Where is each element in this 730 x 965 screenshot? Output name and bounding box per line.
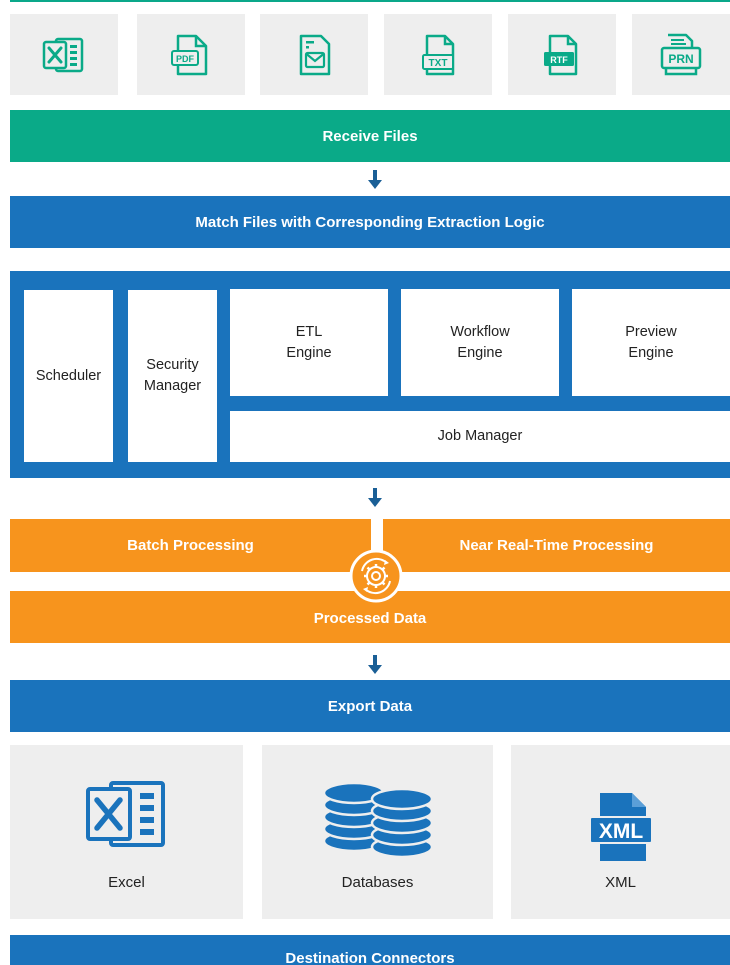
txt-icon-text: TXT (429, 58, 448, 69)
excel-file-icon (42, 37, 84, 72)
excel-icon (85, 781, 165, 847)
xml-file-icon: XML (588, 793, 653, 861)
pdf-icon-text: PDF (176, 54, 195, 64)
xml-output-label: XML (605, 874, 636, 891)
match-files-step: Match Files with Corresponding Extractio… (10, 196, 730, 248)
receive-files-step: Receive Files (10, 110, 730, 162)
input-tile-pdf: PDF (137, 14, 245, 95)
match-files-label: Match Files with Corresponding Extractio… (195, 213, 545, 231)
output-tile-excel: Excel (10, 745, 243, 919)
near-real-time-processing-step: Near Real-Time Processing (383, 519, 730, 572)
job-manager-label: Job Manager (437, 428, 523, 444)
output-tile-xml: XML XML (511, 745, 730, 919)
arrow-down-icon (365, 168, 385, 192)
arrow-down-icon (365, 653, 385, 677)
top-accent-line (10, 0, 730, 2)
preview-engine-box: Preview Engine (572, 289, 730, 396)
rtf-file-icon: RTF (544, 34, 578, 75)
export-data-step: Export Data (10, 680, 730, 732)
databases-output-label: Databases (341, 874, 414, 891)
output-tile-databases: Databases (262, 745, 493, 919)
scheduler-label: Scheduler (35, 367, 102, 384)
email-file-icon (299, 34, 331, 75)
workflow-engine-label: Workflow Engine (450, 323, 510, 361)
excel-output-label: Excel (108, 874, 145, 891)
batch-processing-label: Batch Processing (127, 537, 254, 554)
input-tile-rtf: RTF (508, 14, 616, 95)
near-real-time-processing-label: Near Real-Time Processing (459, 537, 654, 554)
security-manager-label: Security Manager (143, 357, 202, 394)
pdf-file-icon: PDF (171, 34, 208, 75)
arrow-down-icon (365, 486, 385, 510)
processing-gear-icon (349, 549, 403, 603)
etl-engine-box: ETL Engine (230, 289, 388, 396)
preview-engine-label: Preview Engine (625, 323, 677, 361)
job-manager-box: Job Manager (230, 411, 730, 462)
export-data-label: Export Data (327, 697, 413, 715)
scheduler-box: Scheduler (24, 290, 113, 462)
input-tile-txt: TXT (384, 14, 492, 95)
txt-file-icon: TXT (422, 34, 455, 75)
processed-data-label: Processed Data (313, 609, 427, 627)
input-tile-excel (10, 14, 118, 95)
destination-connectors-step: Destination Connectors (10, 935, 730, 965)
rtf-icon-text: RTF (550, 55, 568, 65)
receive-files-label: Receive Files (322, 127, 418, 145)
workflow-engine-box: Workflow Engine (401, 289, 559, 396)
input-tile-email (260, 14, 368, 95)
batch-processing-step: Batch Processing (10, 519, 371, 572)
etl-engine-label: ETL Engine (286, 323, 332, 361)
input-tile-prn: PRN (632, 14, 730, 95)
xml-icon-text: XML (598, 820, 643, 843)
prn-icon-text: PRN (668, 52, 693, 66)
prn-file-icon: PRN (660, 33, 702, 75)
destination-connectors-label: Destination Connectors (285, 950, 455, 965)
security-manager-box: Security Manager (128, 290, 217, 462)
database-icon (322, 781, 433, 859)
